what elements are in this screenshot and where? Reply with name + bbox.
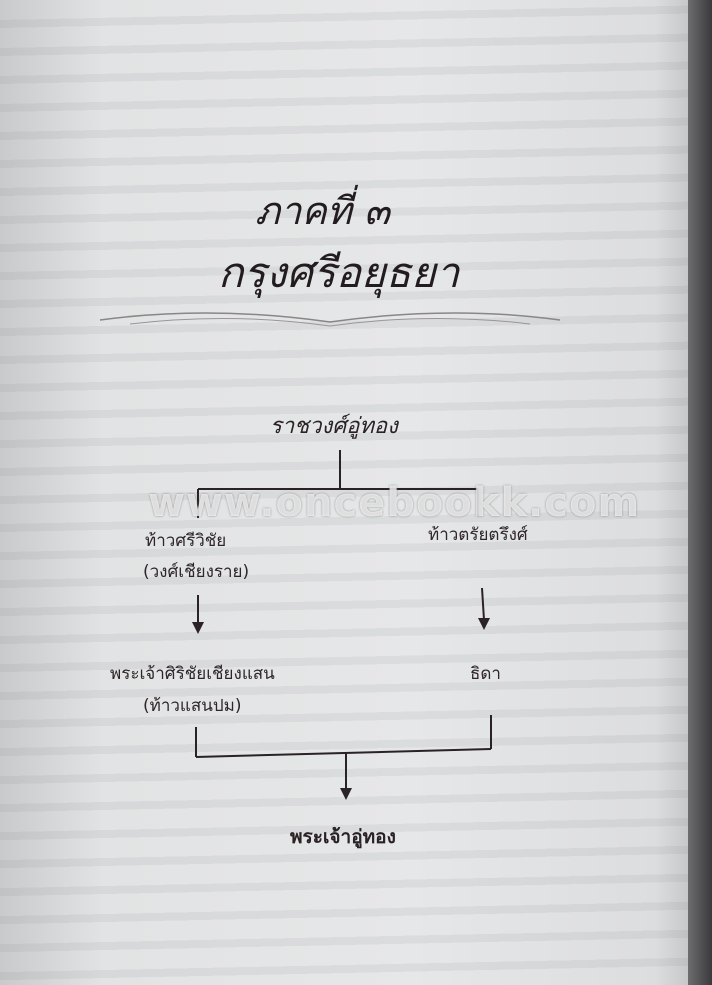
ornament-flourish xyxy=(99,312,561,327)
node-thao-trai-trueng: ท้าวตรัยตรึงศ์ xyxy=(428,525,528,545)
node-phra-chao-u-thong: พระเจ้าอู่ทอง xyxy=(290,826,396,848)
part-heading: ภาคที่ ๓ xyxy=(255,189,390,233)
node-siri-chai-note: (ท้าวแสนปม) xyxy=(143,696,242,716)
root-node: ราชวงศ์อู่ทอง xyxy=(270,414,398,439)
node-thao-si-wichai: ท้าวศรีวิชัย xyxy=(145,531,227,551)
book-page xyxy=(0,0,690,985)
watermark: www.oncebookk.com xyxy=(148,480,641,526)
node-daughter: ธิดา xyxy=(470,664,501,684)
page-title: กรุงศรีอยุธยา xyxy=(218,248,460,297)
page-edge xyxy=(688,0,712,985)
node-thao-si-wichai-note: (วงศ์เชียงราย) xyxy=(143,562,250,582)
node-siri-chai-chiang-saen: พระเจ้าศิริชัยเชียงแสน xyxy=(110,664,275,684)
